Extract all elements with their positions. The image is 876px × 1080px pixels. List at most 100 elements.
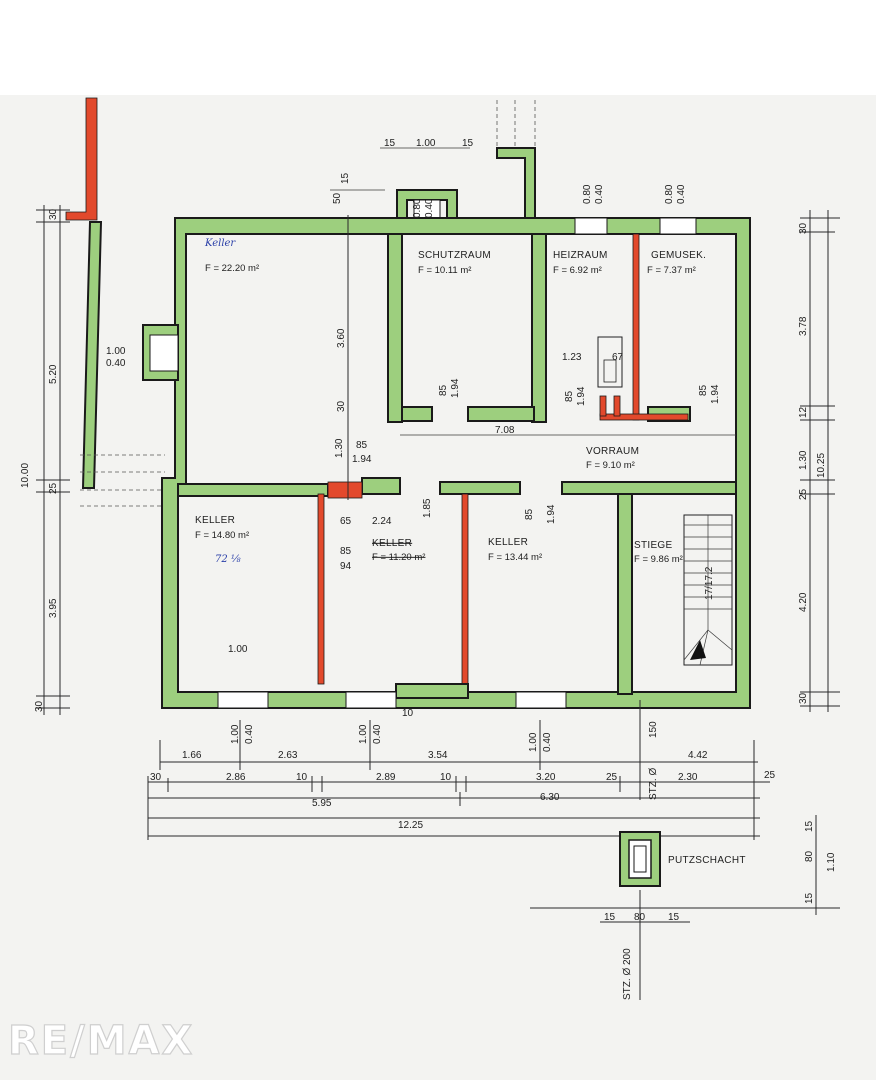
- dim-win-d: 0.40: [676, 184, 687, 204]
- dim-r-30: 30: [798, 222, 809, 234]
- room-name-keller-left: KELLER: [195, 515, 235, 526]
- wall-keller-schutz: [387, 233, 403, 423]
- dim-win-c: 0.80: [664, 184, 675, 204]
- dim-row2-25b: 25: [764, 770, 776, 781]
- dim-v-85b: 85: [356, 440, 368, 451]
- dim-row4-1225: 12.25: [398, 820, 423, 831]
- dim-b-40b: 0.40: [372, 724, 383, 744]
- dim-r-30b: 30: [798, 692, 809, 704]
- dim-niche-100: 1.00: [106, 346, 126, 357]
- dim-g-85: 85: [698, 384, 709, 396]
- dim-top-50: 50: [332, 192, 343, 204]
- partition-heiz-post-b: [613, 395, 621, 417]
- dim-v-708: 7.08: [495, 425, 515, 436]
- dim-row3-630: 6.30: [540, 792, 560, 803]
- dim-row2-230: 2.30: [678, 772, 698, 783]
- dim-k-85: 85: [524, 508, 535, 520]
- boiler-inner: [603, 359, 617, 383]
- mid-red-block: [327, 481, 363, 499]
- room-area-gemusek: F = 7.37 m²: [647, 265, 696, 276]
- wall-schutz-bottom-left: [401, 406, 433, 422]
- dim-top-100: 1.00: [416, 138, 436, 149]
- dim-p-110: 1.10: [826, 852, 837, 872]
- dim-top-15a: 15: [384, 138, 396, 149]
- dim-row2-286: 2.86: [226, 772, 246, 783]
- room-name-heizraum: HEIZRAUM: [553, 250, 608, 261]
- dim-win-a: 0.80: [582, 184, 593, 204]
- room-area-heizraum: F = 6.92 m²: [553, 265, 602, 276]
- dim-b-100c: 1.00: [528, 732, 539, 752]
- window-bottom-c: [515, 691, 567, 709]
- wall-mid-b: [439, 481, 521, 495]
- dim-m-65: 65: [340, 516, 352, 527]
- dim-p-15c: 15: [604, 912, 616, 923]
- dashed-outline-left: [80, 454, 165, 507]
- dim-b-40c: 0.40: [542, 732, 553, 752]
- dim-v-85a: 85: [438, 384, 449, 396]
- dim-row2-320: 3.20: [536, 772, 556, 783]
- dim-b-100a: 1.00: [230, 724, 241, 744]
- dim-left-520: 5.20: [48, 364, 59, 384]
- partition-heiz-post-a: [599, 395, 607, 417]
- dim-row2-25: 25: [606, 772, 618, 783]
- dim-left-30: 30: [48, 208, 59, 220]
- room-name-keller-mid: KELLER: [372, 538, 412, 549]
- dim-p-15: 15: [804, 820, 815, 832]
- wall-bottom-bump: [395, 683, 469, 699]
- dim-left-30b: 30: [34, 700, 45, 712]
- dim-row1-442: 4.42: [688, 750, 708, 761]
- dim-row1-354: 3.54: [428, 750, 448, 761]
- dim-v-194a: 1.94: [450, 378, 461, 398]
- left-dim-ticks: [36, 209, 70, 709]
- room-note-keller-left: 72 ⅛: [215, 554, 241, 565]
- partition-heiz-gemusek: [632, 233, 640, 421]
- dim-m-185: 1.85: [422, 498, 433, 518]
- wall-schutz-bottom-right: [467, 406, 535, 422]
- dim-keller-30: 30: [336, 400, 347, 412]
- partition-keller-right: [461, 493, 469, 685]
- dim-k-194: 1.94: [546, 504, 557, 524]
- dim-v-194b: 1.94: [352, 454, 372, 465]
- dim-h-194: 1.94: [576, 386, 587, 406]
- dim-left-25: 25: [48, 482, 59, 494]
- dim-h-85: 85: [564, 390, 575, 402]
- room-area-keller-right: F = 13.44 m²: [488, 552, 542, 563]
- partition-heiz-bottom: [599, 413, 689, 421]
- room-name-schutzraum: SCHUTZRAUM: [418, 250, 491, 261]
- dim-h-67: 67: [612, 352, 624, 363]
- dim-row1-263: 2.63: [278, 750, 298, 761]
- dim-r-378: 3.78: [798, 316, 809, 336]
- dim-left-395: 3.95: [48, 598, 59, 618]
- dim-p-15b: 15: [804, 892, 815, 904]
- dim-p-stz: STZ. Ø 200: [622, 948, 633, 1000]
- remax-watermark: RE/MAX: [8, 1018, 194, 1064]
- dim-stair: 17/17.2: [704, 566, 715, 600]
- wall-schutz-heiz: [531, 233, 547, 423]
- window-bottom-b: [345, 691, 397, 709]
- dim-row2-10a: 10: [296, 772, 308, 783]
- dim-row2-10b: 10: [440, 772, 452, 783]
- dim-top-15b: 15: [462, 138, 474, 149]
- wall-mid-c: [561, 481, 737, 495]
- putzschacht-label: PUTZSCHACHT: [668, 855, 746, 866]
- dim-keller-360: 3.60: [336, 328, 347, 348]
- dim-row1-166: 1.66: [182, 750, 202, 761]
- wall-mid-a: [361, 477, 401, 495]
- dim-h-123: 1.23: [562, 352, 582, 363]
- partition-keller-left: [317, 493, 325, 685]
- dim-r-130: 1.30: [798, 450, 809, 470]
- existing-wall-red: [65, 97, 98, 221]
- dim-p-15d: 15: [668, 912, 680, 923]
- dim-win-f: 0.40: [424, 198, 435, 218]
- putzschacht: [530, 815, 840, 1000]
- staircase: [683, 514, 733, 666]
- room-area-stiege: F = 9.86 m²: [634, 554, 683, 565]
- room-area-keller-mid: F = 11.20 m²: [372, 552, 425, 563]
- dim-r-12: 12: [798, 406, 809, 418]
- dim-b-100b: 1.00: [358, 724, 369, 744]
- room-name-gemusek: GEMUSEK.: [651, 250, 706, 261]
- room-name-vorraum: VORRAUM: [586, 446, 639, 457]
- dim-p-80b: 80: [634, 912, 646, 923]
- dim-b-40a: 0.40: [244, 724, 255, 744]
